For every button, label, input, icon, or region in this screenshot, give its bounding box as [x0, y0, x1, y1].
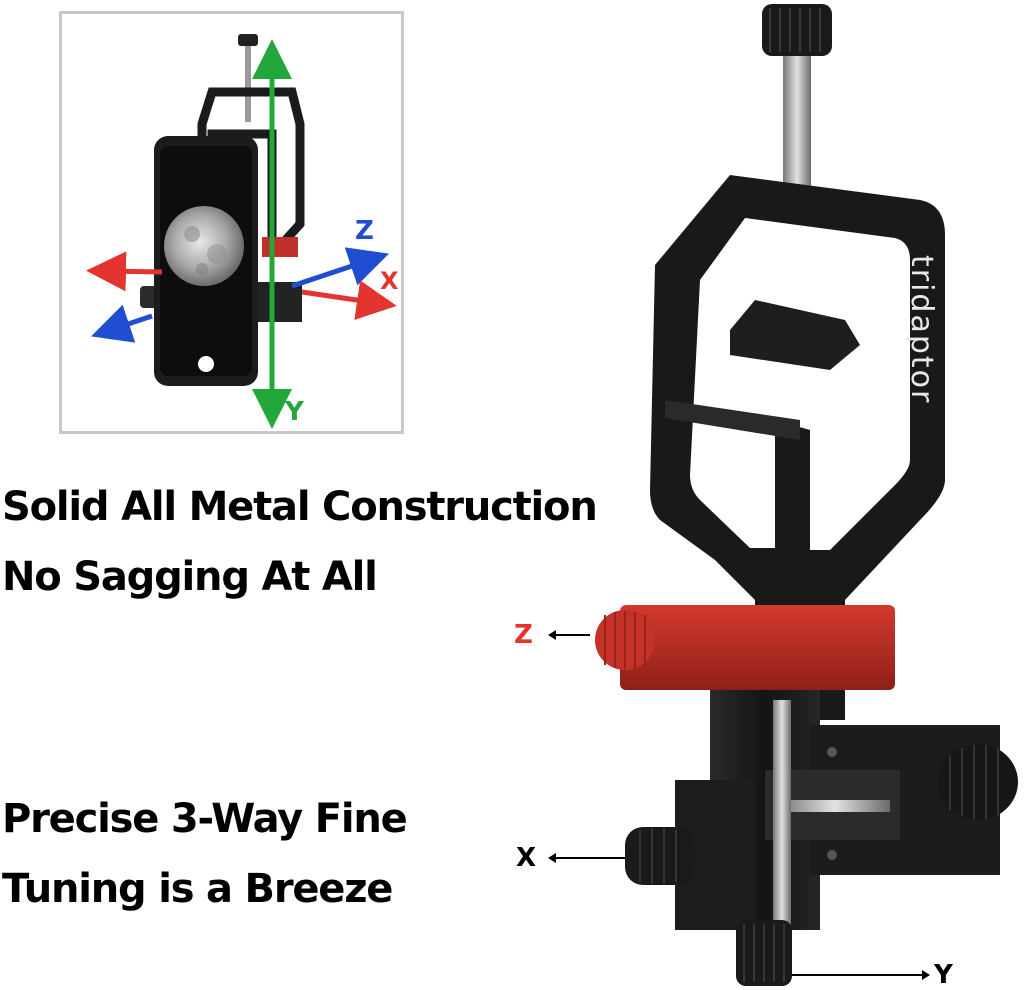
- x-callout-label: X: [516, 843, 537, 873]
- z-axis-arrow-back: [291, 247, 389, 289]
- headline-construction: Solid All Metal Construction No Sagging …: [2, 472, 598, 612]
- inset-shutter-icon: [198, 356, 214, 372]
- inset-axis-z-label: Z: [355, 216, 374, 246]
- z-axis-red-block: [620, 605, 895, 690]
- inset-axis-x-label: X: [380, 267, 399, 295]
- clamp-pad: [730, 300, 860, 370]
- inset-rod: [245, 42, 251, 122]
- axis-diagram-inset: Z X Y: [59, 11, 404, 434]
- z-axis-arrow-front: [91, 304, 153, 343]
- inset-knob-top: [238, 34, 258, 46]
- x-callout-arrowhead: [548, 853, 556, 863]
- headline-construction-line1: Solid All Metal Construction: [2, 484, 598, 530]
- axis-diagram: Z X Y: [86, 34, 399, 429]
- inset-moon: [164, 206, 244, 286]
- x-axis-arrow-right: [301, 280, 397, 320]
- y-callout-label: Y: [934, 960, 953, 990]
- z-callout-arrowhead: [548, 630, 556, 640]
- z-callout-label: Z: [514, 620, 533, 650]
- top-knob: [762, 4, 832, 56]
- clamp-jaw: [665, 400, 800, 440]
- headline-construction-line2: No Sagging At All: [2, 554, 378, 600]
- headline-fine-tuning-line1: Precise 3-Way Fine: [2, 796, 408, 842]
- inset-axis-y-label: Y: [284, 397, 305, 427]
- x-axis-screw: [780, 800, 890, 812]
- phone-adapter-product: tridaptor: [548, 4, 1018, 986]
- x-axis-knob: [625, 827, 695, 885]
- x-axis-arrow-left: [86, 251, 163, 292]
- bracket-opening: [690, 218, 910, 550]
- brand-logo-text: tridaptor: [904, 255, 939, 404]
- headline-fine-tuning: Precise 3-Way Fine Tuning is a Breeze: [2, 784, 408, 924]
- inset-base: [257, 282, 302, 322]
- inset-red-block: [262, 237, 298, 257]
- y-callout-arrowhead: [922, 970, 930, 980]
- headline-fine-tuning-line2: Tuning is a Breeze: [2, 866, 393, 912]
- y-axis-rod: [773, 700, 791, 930]
